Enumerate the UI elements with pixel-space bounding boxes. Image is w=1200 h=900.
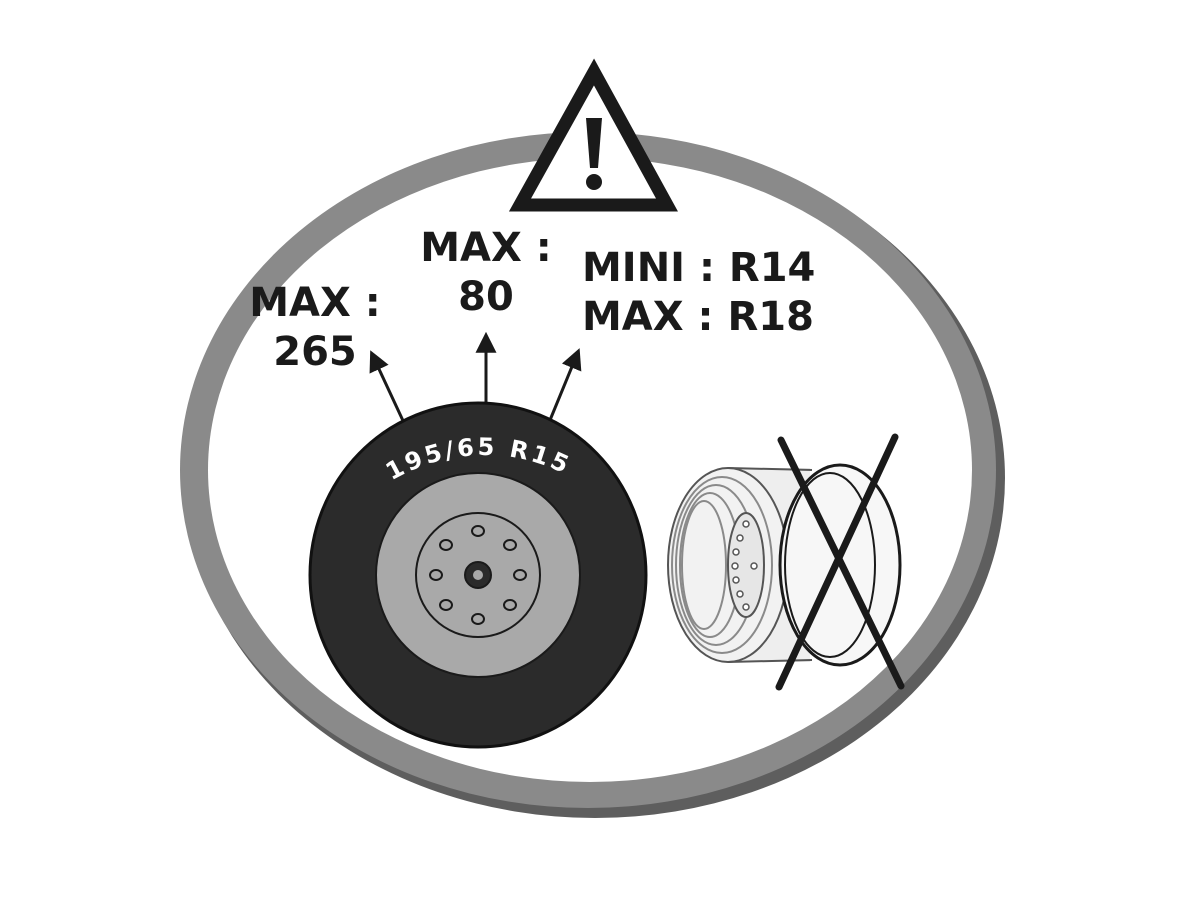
width-max-value: 265 — [273, 329, 357, 375]
wide-tire-bolts — [731, 520, 758, 611]
incorrect-tire-illustration — [667, 433, 905, 691]
profile-max-title: MAX : — [420, 225, 552, 271]
width-arrow — [369, 350, 407, 426]
correct-tire-illustration: 195/65 R15 — [308, 401, 648, 749]
width-max-title: MAX : — [249, 280, 381, 326]
rim-max-label: MAX : R18 — [582, 294, 814, 340]
warning-triangle-icon — [508, 58, 678, 212]
profile-max-value: 80 — [458, 274, 514, 320]
rim-min-label: MINI : R14 — [582, 245, 815, 291]
lug-holes — [429, 525, 527, 625]
rim-arrow — [546, 348, 582, 426]
center-cap — [473, 570, 483, 580]
cross-out-icon — [775, 433, 905, 691]
